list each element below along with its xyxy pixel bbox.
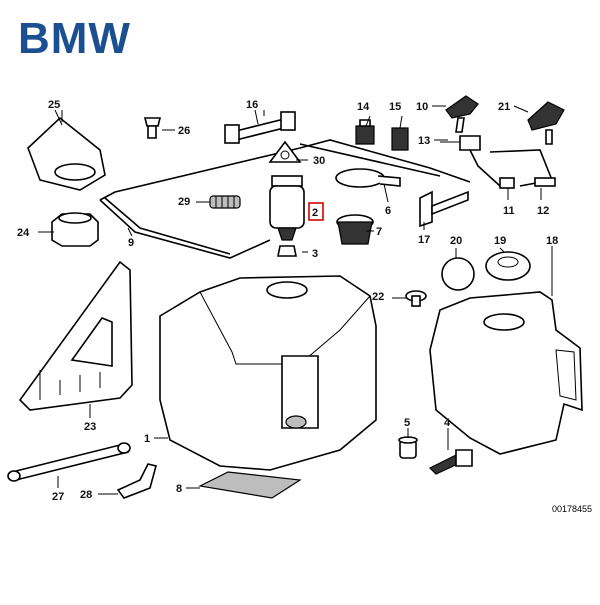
label-23: 23 <box>84 421 96 433</box>
label-29: 29 <box>178 196 190 208</box>
part-10-washer-jet[interactable] <box>445 95 479 133</box>
label-13: 13 <box>418 135 430 147</box>
label-7: 7 <box>376 226 382 238</box>
label-26: 26 <box>178 125 190 137</box>
part-18-reservoir[interactable] <box>429 291 583 455</box>
label-27: 27 <box>52 491 64 503</box>
part-7-filter[interactable] <box>336 214 374 245</box>
part-3-grommet[interactable] <box>277 245 297 257</box>
part-15-connector[interactable] <box>391 127 409 151</box>
part-30-warning-label[interactable] <box>268 140 302 163</box>
part-29-spring[interactable] <box>209 195 241 209</box>
label-22: 22 <box>372 291 384 303</box>
diagram-id: 00178455 <box>551 504 592 514</box>
part-22-plug[interactable] <box>405 290 427 307</box>
label-3: 3 <box>312 248 318 260</box>
label-28: 28 <box>80 489 92 501</box>
label-2: 2 <box>312 207 318 219</box>
part-6-bracket-plate[interactable] <box>335 168 401 188</box>
label-20: 20 <box>450 235 462 247</box>
label-4: 4 <box>444 417 451 429</box>
label-12: 12 <box>537 205 549 217</box>
part-27-hose[interactable] <box>7 442 131 482</box>
label-24: 24 <box>17 227 30 239</box>
label-17: 17 <box>418 234 430 246</box>
part-13-valve[interactable] <box>440 135 481 151</box>
part-25-bracket[interactable] <box>27 109 106 191</box>
part-26-clip[interactable] <box>143 117 175 139</box>
part-9-hose[interactable] <box>99 139 471 259</box>
label-11: 11 <box>503 205 515 217</box>
part-19-lid[interactable] <box>485 251 531 281</box>
leader-lines <box>38 105 553 495</box>
label-6: 6 <box>385 205 391 217</box>
part-2-washer-pump[interactable] <box>269 175 324 241</box>
label-15: 15 <box>389 101 401 113</box>
label-9: 9 <box>128 237 134 249</box>
label-5: 5 <box>404 417 410 429</box>
label-8: 8 <box>176 483 182 495</box>
part-20-cap[interactable] <box>441 257 475 291</box>
label-30: 30 <box>313 155 325 167</box>
label-21: 21 <box>498 101 510 113</box>
brand-logo-text: BMW <box>18 14 131 63</box>
label-10: 10 <box>416 101 428 113</box>
part-17-bracket[interactable] <box>419 190 469 228</box>
part-4-level-sensor[interactable] <box>428 449 473 475</box>
label-18: 18 <box>546 235 558 247</box>
label-25: 25 <box>48 99 60 111</box>
label-1: 1 <box>144 433 150 445</box>
part-8-pad[interactable] <box>198 471 302 499</box>
label-16: 16 <box>246 99 258 111</box>
label-19: 19 <box>494 235 506 247</box>
part-1-washer-tank[interactable] <box>159 275 377 471</box>
part-labels: 25 26 16 14 15 10 21 13 30 29 2 3 7 6 17… <box>17 99 558 503</box>
part-28-elbow[interactable] <box>116 463 157 499</box>
part-21-washer-jet[interactable] <box>527 101 565 145</box>
part-16-connector[interactable] <box>224 109 296 144</box>
part-14-connector[interactable] <box>355 119 375 145</box>
part-5-grommet[interactable] <box>398 436 418 459</box>
part-23-bracket[interactable] <box>18 260 133 411</box>
part-12-connector[interactable] <box>534 177 556 187</box>
part-24-cap[interactable] <box>51 212 99 247</box>
label-14: 14 <box>357 101 370 113</box>
